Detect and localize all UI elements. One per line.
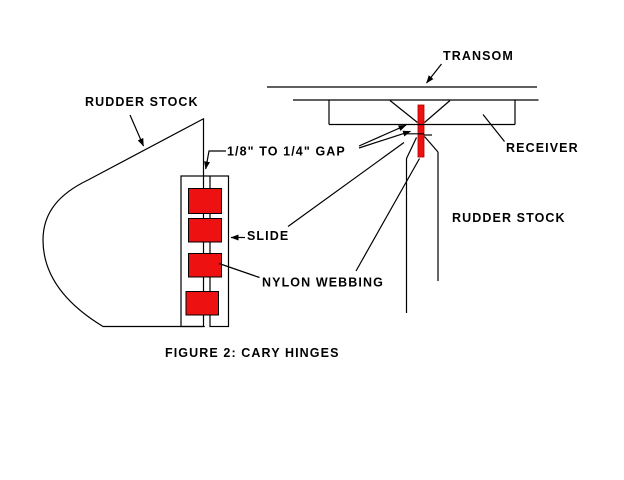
right-view	[267, 63, 539, 313]
gap-leader-right-upper	[358, 124, 407, 147]
webbing-fold-left	[389, 100, 418, 123]
slide-leader-long	[287, 142, 405, 227]
label-nylon-webbing: NYLON WEBBING	[262, 276, 384, 290]
webbing-strap	[185, 291, 219, 316]
webbing-straps	[185, 188, 222, 316]
left-view	[42, 114, 421, 328]
gap-leader-right-lower	[358, 130, 411, 149]
label-transom: TRANSOM	[443, 49, 514, 63]
label-rudder-stock-right: RUDDER STOCK	[452, 211, 566, 225]
stock-chamfer-left	[405, 137, 418, 159]
label-gap: 1/8" TO 1/4" GAP	[227, 145, 346, 159]
rudder-stock-outline	[42, 117, 205, 328]
webbing-strip-side	[417, 104, 425, 158]
webbing-strap	[188, 253, 222, 278]
webbing-fold-right	[424, 100, 451, 123]
figure-caption: FIGURE 2: CARY HINGES	[165, 346, 340, 360]
rudder-stock-leader	[129, 114, 145, 147]
label-receiver: RECEIVER	[506, 141, 579, 155]
transom-leader	[426, 63, 442, 84]
nylon-webbing-leader-right	[355, 158, 421, 272]
webbing-strap	[188, 188, 222, 214]
slide-body	[180, 175, 230, 328]
gap-leader-left	[204, 150, 226, 170]
nylon-webbing-leader-left	[218, 262, 260, 279]
webbing-strap	[188, 218, 222, 243]
receiver-leader	[482, 114, 505, 142]
label-rudder-stock-left: RUDDER STOCK	[85, 95, 199, 109]
stock-chamfer-right	[424, 136, 439, 153]
label-slide: SLIDE	[247, 229, 289, 243]
labels: RUDDER STOCK 1/8" TO 1/4" GAP SLIDE NYLO…	[85, 49, 579, 360]
